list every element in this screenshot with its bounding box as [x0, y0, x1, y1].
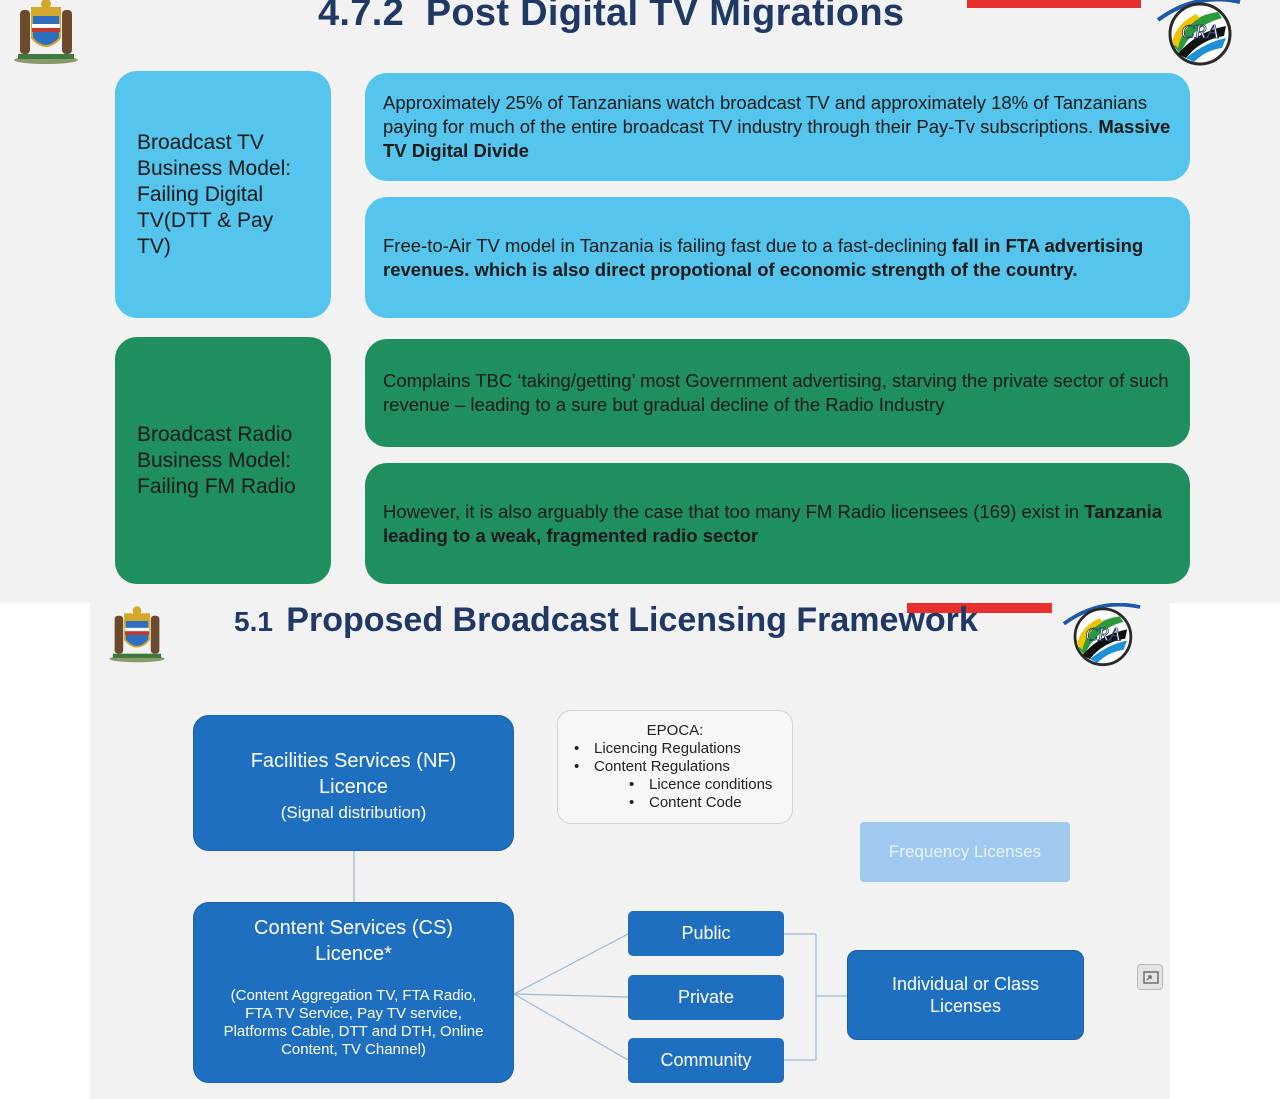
red-accent-bar: [967, 0, 1141, 8]
epoca-item: Licencing Regulations: [574, 740, 792, 758]
radio-point-1-text: Complains TBC ‘taking/getting’ most Gove…: [383, 370, 1169, 415]
epoca-item: Content Regulations: [574, 758, 792, 776]
tv-business-model-text: Broadcast TV Business Model: Failing Dig…: [137, 130, 292, 258]
tv-point-1-text: Approximately 25% of Tanzanians watch br…: [383, 92, 1148, 137]
svg-text:CRA: CRA: [1181, 21, 1220, 43]
individual-class-licenses-label: Individual or Class Licenses: [891, 974, 1040, 1016]
tv-point-1-emphasis: Massive TV Digital Divide: [383, 116, 1171, 161]
individual-class-licenses-box: Individual or Class Licenses: [847, 950, 1084, 1040]
private-label: Private: [677, 987, 735, 1007]
private-category-box: Private: [628, 975, 784, 1020]
page-title: 4.7.2 Post Digital TV Migrations: [318, 0, 904, 35]
slide-icon[interactable]: [1137, 964, 1163, 990]
tv-business-model-label: Broadcast TV Business Model: Failing Dig…: [115, 71, 331, 318]
radio-point-2-text: However, it is also arguably the case th…: [383, 500, 1085, 522]
red-accent-bar: [907, 603, 1052, 613]
facilities-licence-box: Facilities Services (NF) Licence (Signal…: [193, 715, 514, 851]
epoca-subitem: Licence conditions: [629, 776, 792, 794]
public-category-box: Public: [628, 911, 784, 956]
cra-logo-icon: CRA: [1156, 0, 1241, 66]
epoca-box: EPOCA: Licencing Regulations Content Reg…: [557, 710, 793, 824]
section-number: 5.1: [234, 606, 273, 637]
svg-text:CRA: CRA: [1085, 625, 1121, 646]
tv-point-2-text: Free-to-Air TV model in Tanzania is fail…: [383, 234, 952, 256]
epoca-heading: EPOCA:: [646, 722, 704, 739]
facilities-licence-title: Facilities Services (NF) Licence: [250, 750, 457, 798]
page-title: 5.1 Proposed Broadcast Licensing Framewo…: [234, 603, 978, 640]
coat-of-arms-icon: [14, 0, 78, 64]
frequency-licenses-label: Frequency Licenses: [888, 842, 1042, 861]
tv-point-1: Approximately 25% of Tanzanians watch br…: [365, 73, 1190, 181]
connector-lines: [353, 851, 847, 1061]
facilities-licence-subtitle: (Signal distribution): [280, 803, 427, 822]
slide-licensing-framework: 5.1 Proposed Broadcast Licensing Framewo…: [90, 603, 1170, 1099]
expand-icon: [1143, 971, 1159, 984]
radio-business-model-text: Broadcast Radio Business Model: Failing …: [137, 422, 296, 498]
section-number: 4.7.2: [318, 0, 405, 34]
epoca-list: Licencing Regulations Content Regulation…: [574, 740, 792, 776]
epoca-sublist: Licence conditions Content Code: [629, 776, 792, 812]
radio-point-1: Complains TBC ‘taking/getting’ most Gove…: [365, 339, 1190, 447]
tv-point-2-emphasis: fall in FTA advertising revenues. which …: [383, 234, 1144, 280]
epoca-subitem: Content Code: [629, 794, 792, 812]
community-label: Community: [660, 1050, 752, 1070]
radio-point-2: However, it is also arguably the case th…: [365, 463, 1190, 584]
content-licence-subtitle: (Content Aggregation TV, FTA Radio, FTA …: [223, 987, 484, 1058]
coat-of-arms-icon: [109, 606, 165, 663]
radio-business-model-label: Broadcast Radio Business Model: Failing …: [115, 337, 331, 584]
slide-post-digital-tv-migrations: 4.7.2 Post Digital TV Migrations CRA Bro…: [0, 0, 1280, 603]
content-licence-title: Content Services (CS) Licence*: [254, 917, 453, 965]
radio-point-2-emphasis: Tanzania leading to a weak, fragmented r…: [383, 500, 1163, 546]
frequency-licenses-box: Frequency Licenses: [860, 822, 1070, 882]
public-label: Public: [681, 923, 731, 943]
title-text: Post Digital TV Migrations: [425, 0, 905, 34]
community-category-box: Community: [628, 1038, 784, 1083]
title-text: Proposed Broadcast Licensing Framework: [286, 603, 978, 639]
cra-logo-icon: CRA: [1062, 603, 1141, 667]
content-licence-box: Content Services (CS) Licence* (Content …: [193, 902, 514, 1083]
tv-point-2: Free-to-Air TV model in Tanzania is fail…: [365, 197, 1190, 318]
